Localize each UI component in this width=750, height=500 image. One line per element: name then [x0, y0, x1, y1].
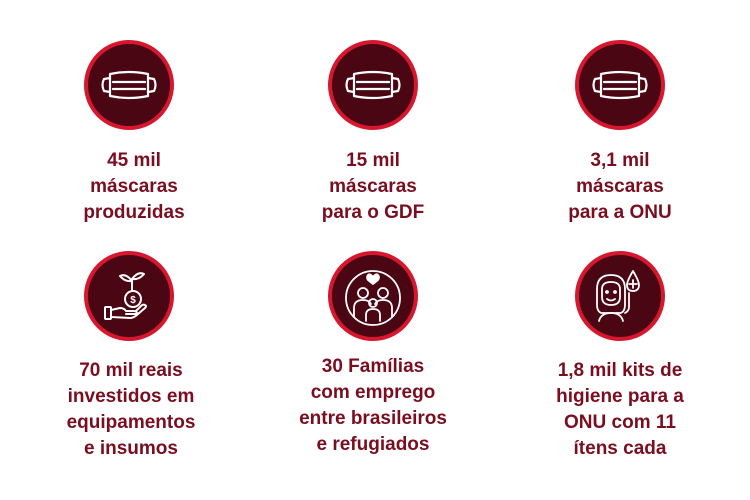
money-plant-hand-icon: $: [104, 272, 147, 320]
stat-5-caption: 30 Famílias com emprego entre brasileiro…: [299, 356, 447, 455]
stat-5-badge: [328, 251, 418, 341]
face-mask-icon: [345, 70, 401, 100]
family-heart-icon: [345, 270, 401, 326]
stat-6-caption: 1,8 mil kits de higiene para a ONU com 1…: [556, 360, 684, 459]
hygiene-woman-icon: [596, 270, 640, 322]
stat-4-caption: 70 mil reais investidos em equipamentos …: [66, 360, 196, 459]
stat-3-caption: 3,1 mil máscaras para a ONU: [568, 150, 672, 223]
face-mask-icon: [101, 70, 157, 100]
stat-2-caption: 15 mil máscaras para o GDF: [321, 150, 425, 223]
face-mask-icon: [592, 70, 648, 100]
stat-3-badge: [575, 40, 665, 130]
stat-6-badge: [575, 251, 665, 341]
stat-2-badge: [328, 40, 418, 130]
stat-1-caption: 45 mil máscaras produzidas: [83, 150, 185, 223]
svg-text:$: $: [130, 295, 136, 306]
stat-4-badge: $: [84, 251, 174, 341]
stat-1-badge: [84, 40, 174, 130]
